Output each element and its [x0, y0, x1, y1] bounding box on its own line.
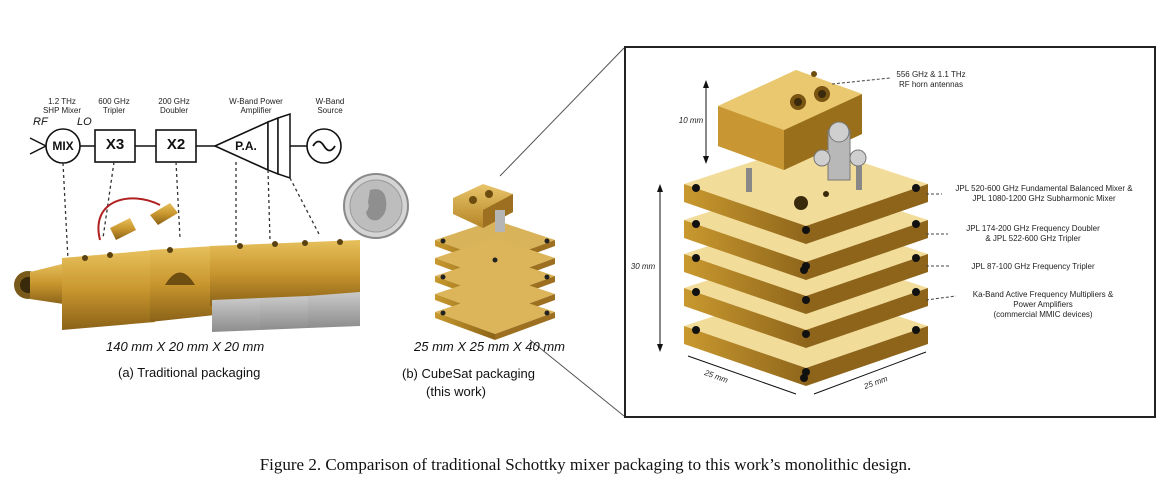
quarter-coin [343, 173, 409, 239]
figure-caption: Figure 2. Comparison of traditional Scho… [259, 455, 912, 474]
dim-30mm: 30 mm [630, 262, 656, 271]
cubesat-photo [435, 184, 555, 340]
mix-symbol-text: MIX [52, 139, 74, 153]
cubesat-sublabel-note: (this work) [426, 384, 486, 399]
layer1-annotation: JPL 520-600 GHz Fundamental Balanced Mix… [955, 184, 1133, 203]
pa-symbol-text: P.A. [235, 139, 257, 153]
exploded-view-drawing [657, 70, 957, 395]
dim-10mm: 10 mm [678, 116, 704, 125]
traditional-package-photo [14, 197, 360, 332]
mixer-label: 1.2 THz SHP Mixer [42, 97, 82, 115]
layer2-annotation: JPL 174-200 GHz Frequency Doubler & JPL … [966, 224, 1100, 243]
tripler-label: 600 GHz Tripler [98, 97, 130, 115]
horn-annotation: 556 GHz & 1.1 THz RF horn antennas [896, 70, 966, 89]
cubesat-dimensions: 25 mm X 25 mm X 40 mm [414, 339, 565, 354]
doubler-label: 200 GHz Doubler [158, 97, 190, 115]
rf-label: RF [33, 116, 48, 128]
tripler-box [94, 129, 136, 163]
x2-symbol-text: X2 [166, 136, 186, 153]
traditional-dimensions: 140 mm X 20 mm X 20 mm [106, 339, 265, 354]
lo-label: LO [77, 116, 92, 128]
amplifier-label: W-Band Power Amplifier [229, 97, 283, 115]
layer3-annotation: JPL 87-100 GHz Frequency Tripler [971, 262, 1095, 271]
source-label: W-Band Source [315, 97, 345, 115]
exploded-view-inset: 556 GHz & 1.1 THz RF horn antennas JPL 5… [624, 46, 1156, 418]
x3-symbol-text: X3 [105, 136, 125, 153]
block-diagram [29, 112, 342, 261]
layer4-annotation: Ka-Band Active Frequency Multipliers & P… [972, 290, 1114, 319]
traditional-sublabel: (a) Traditional packaging [118, 365, 261, 380]
cubesat-sublabel: (b) CubeSat packaging [402, 366, 535, 381]
